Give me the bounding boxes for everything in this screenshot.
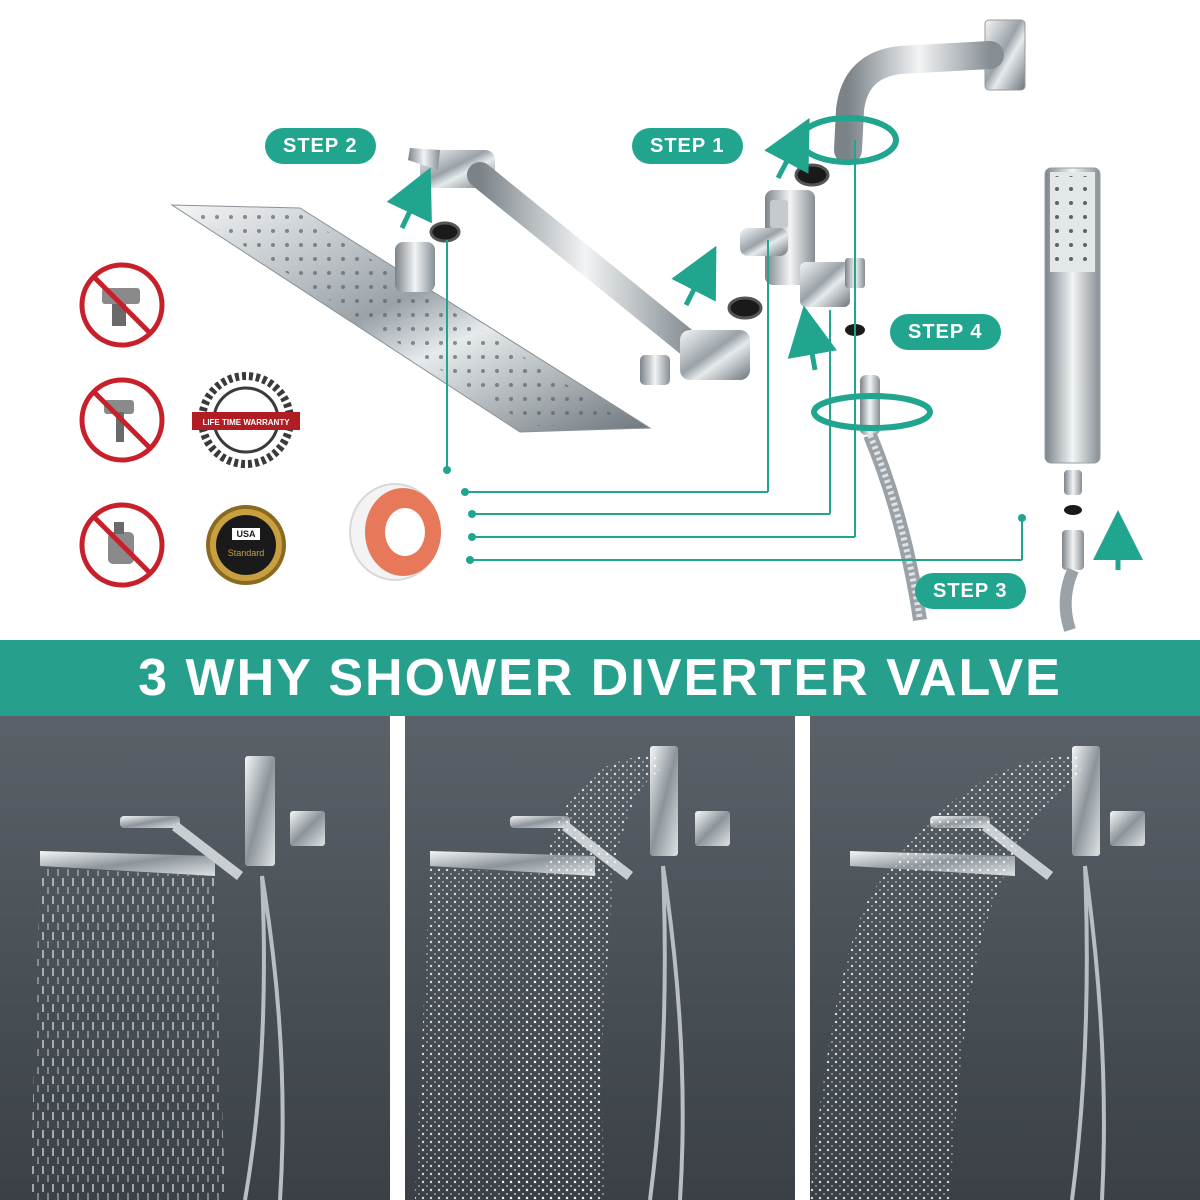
usa-text: USA xyxy=(236,529,256,539)
banner-title: 3 WHY SHOWER DIVERTER VALVE xyxy=(138,649,1062,707)
installation-diagram: LIFE TIME WARRANTY USA Standard STEP 2 S… xyxy=(79,19,1143,632)
photo-rain-mode xyxy=(0,716,390,1200)
connector-lines xyxy=(446,140,1023,561)
photo-combined-mode xyxy=(405,716,795,1200)
no-glue-icon xyxy=(79,502,165,588)
ball-joint xyxy=(395,242,435,292)
step-3-label: STEP 3 xyxy=(915,573,1026,609)
diagram-graphics: LIFE TIME WARRANTY USA Standard xyxy=(79,19,1143,632)
no-hammer-icon xyxy=(79,377,165,463)
assembly-arrows xyxy=(386,117,1143,570)
title-banner: 3 WHY SHOWER DIVERTER VALVE xyxy=(0,640,1200,716)
extension-arm xyxy=(408,148,750,385)
shower-hose xyxy=(845,324,927,622)
warranty-seal-icon xyxy=(192,372,300,468)
handheld-shower xyxy=(1044,167,1101,632)
rain-shower-head xyxy=(170,204,652,433)
rotation-ring-icon xyxy=(811,393,933,431)
wall-shower-arm xyxy=(834,19,1026,164)
shower-mode-photos xyxy=(0,716,1200,1200)
step-1-label: STEP 1 xyxy=(632,128,743,164)
step-2-label: STEP 2 xyxy=(265,128,376,164)
step-4-label: STEP 4 xyxy=(890,314,1001,350)
warranty-text: LIFE TIME WARRANTY xyxy=(202,418,290,427)
photo-handheld-mode xyxy=(810,716,1200,1200)
no-drill-icon xyxy=(79,262,165,348)
teflon-tape xyxy=(349,483,441,581)
usa-standard-seal-icon xyxy=(206,505,286,585)
standard-text: Standard xyxy=(228,548,265,558)
washer xyxy=(429,221,461,243)
diverter-valve xyxy=(727,163,865,320)
connector-dots xyxy=(443,466,1026,564)
